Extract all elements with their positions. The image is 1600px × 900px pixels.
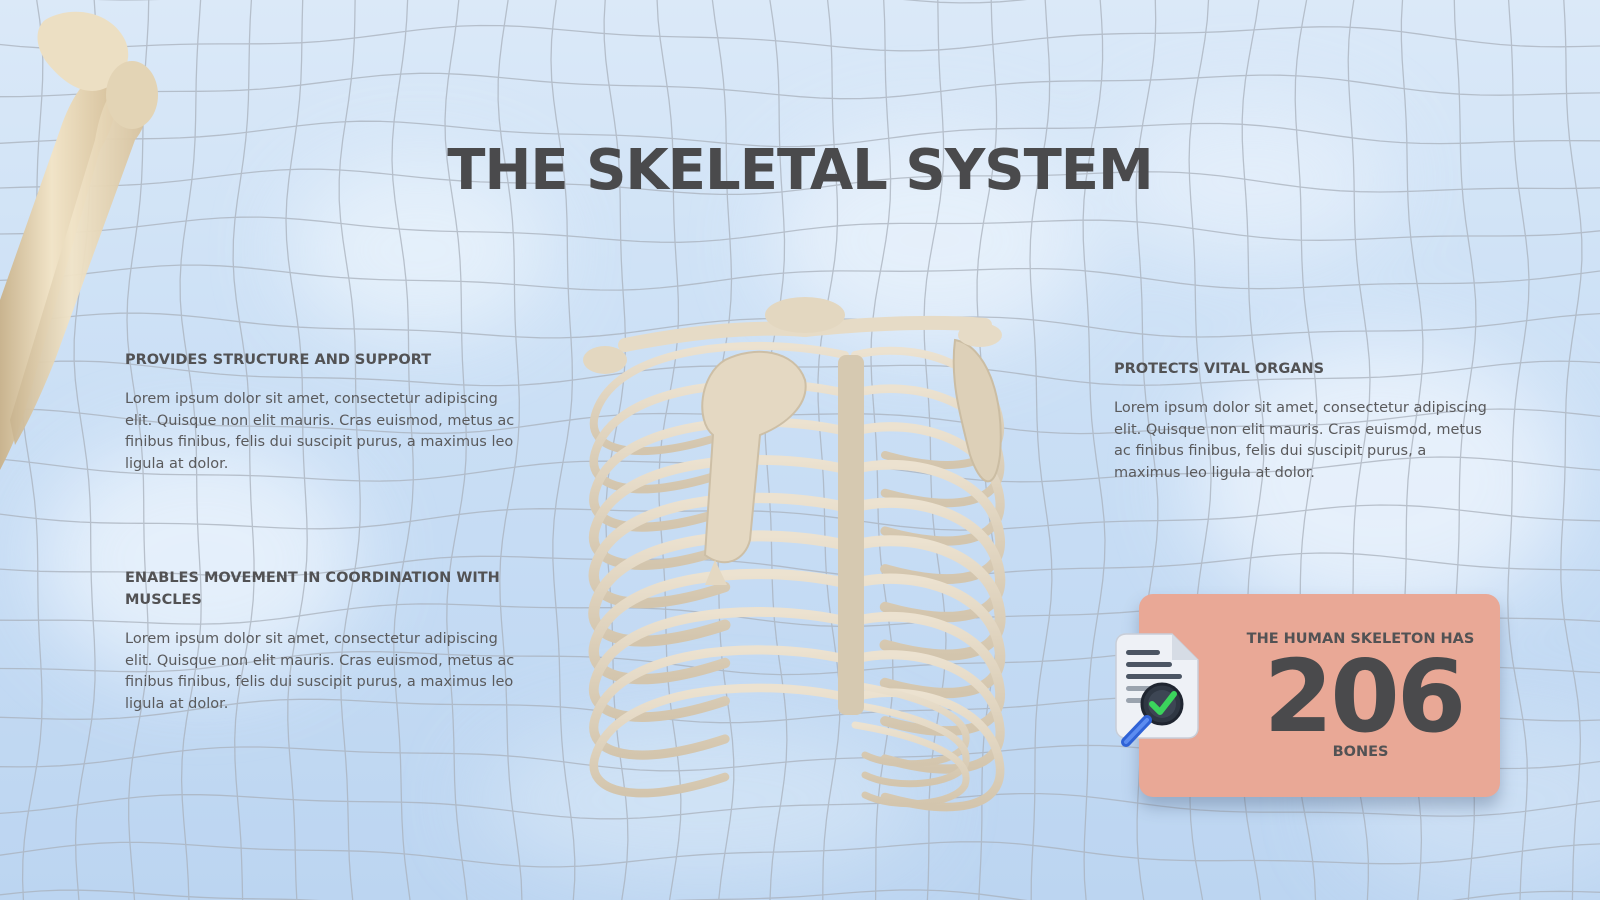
point-heading: ENABLES MOVEMENT IN COORDINATION WITH MU… <box>125 570 500 608</box>
slide-title: THE SKELETAL SYSTEM <box>447 138 1154 203</box>
rib-right <box>850 422 1005 546</box>
rib-right <box>849 535 1006 661</box>
rib-left <box>589 645 850 760</box>
rib-right <box>850 611 1005 736</box>
bone-count-card: THE HUMAN SKELETON HAS 206 BONES <box>1139 594 1500 797</box>
point-structure-support: PROVIDES STRUCTURE AND SUPPORT Lorem ips… <box>125 349 525 475</box>
rib-right <box>849 497 1006 623</box>
stat-number: 206 <box>1263 638 1467 755</box>
grid-line-vertical <box>1082 0 1106 900</box>
rib-right <box>850 459 1005 584</box>
grid-line-horizontal <box>0 889 1600 900</box>
grid-line-horizontal <box>0 72 1600 100</box>
document-search-check-icon <box>1115 633 1199 747</box>
rib-left <box>589 341 849 456</box>
point-body: Lorem ipsum dolor sit amet, consectetur … <box>1114 400 1487 481</box>
point-heading: PROTECTS VITAL ORGANS <box>1114 361 1325 377</box>
rib-left <box>589 683 850 798</box>
grid-line-horizontal <box>0 24 1600 52</box>
stat-top-label: THE HUMAN SKELETON HAS <box>1246 631 1475 647</box>
rib-left <box>588 607 850 722</box>
rib-left <box>588 568 851 685</box>
point-vital-organs: PROTECTS VITAL ORGANS Lorem ipsum dolor … <box>1114 358 1494 484</box>
arm-bone-image <box>0 11 158 470</box>
rib-left <box>588 455 850 570</box>
grid-line-vertical <box>1507 0 1530 900</box>
rib-lower <box>851 721 970 808</box>
point-body: Lorem ipsum dolor sit amet, consectetur … <box>125 631 515 712</box>
point-body: Lorem ipsum dolor sit amet, consectetur … <box>125 391 515 472</box>
rib-left <box>588 530 851 647</box>
grid-line-horizontal <box>0 216 1600 243</box>
rib-left <box>588 492 851 609</box>
grid-line-horizontal <box>97 0 1028 4</box>
point-heading: PROVIDES STRUCTURE AND SUPPORT <box>125 352 432 368</box>
grid-line-horizontal <box>0 841 1600 868</box>
point-movement: ENABLES MOVEMENT IN COORDINATION WITH MU… <box>125 567 525 715</box>
rib-right <box>850 650 1005 774</box>
rib-right <box>849 573 1006 699</box>
stat-bottom-label: BONES <box>1332 744 1389 760</box>
rib-right <box>850 384 1005 508</box>
grid-line-vertical <box>1560 0 1583 900</box>
rib-cage-image <box>583 297 1006 812</box>
